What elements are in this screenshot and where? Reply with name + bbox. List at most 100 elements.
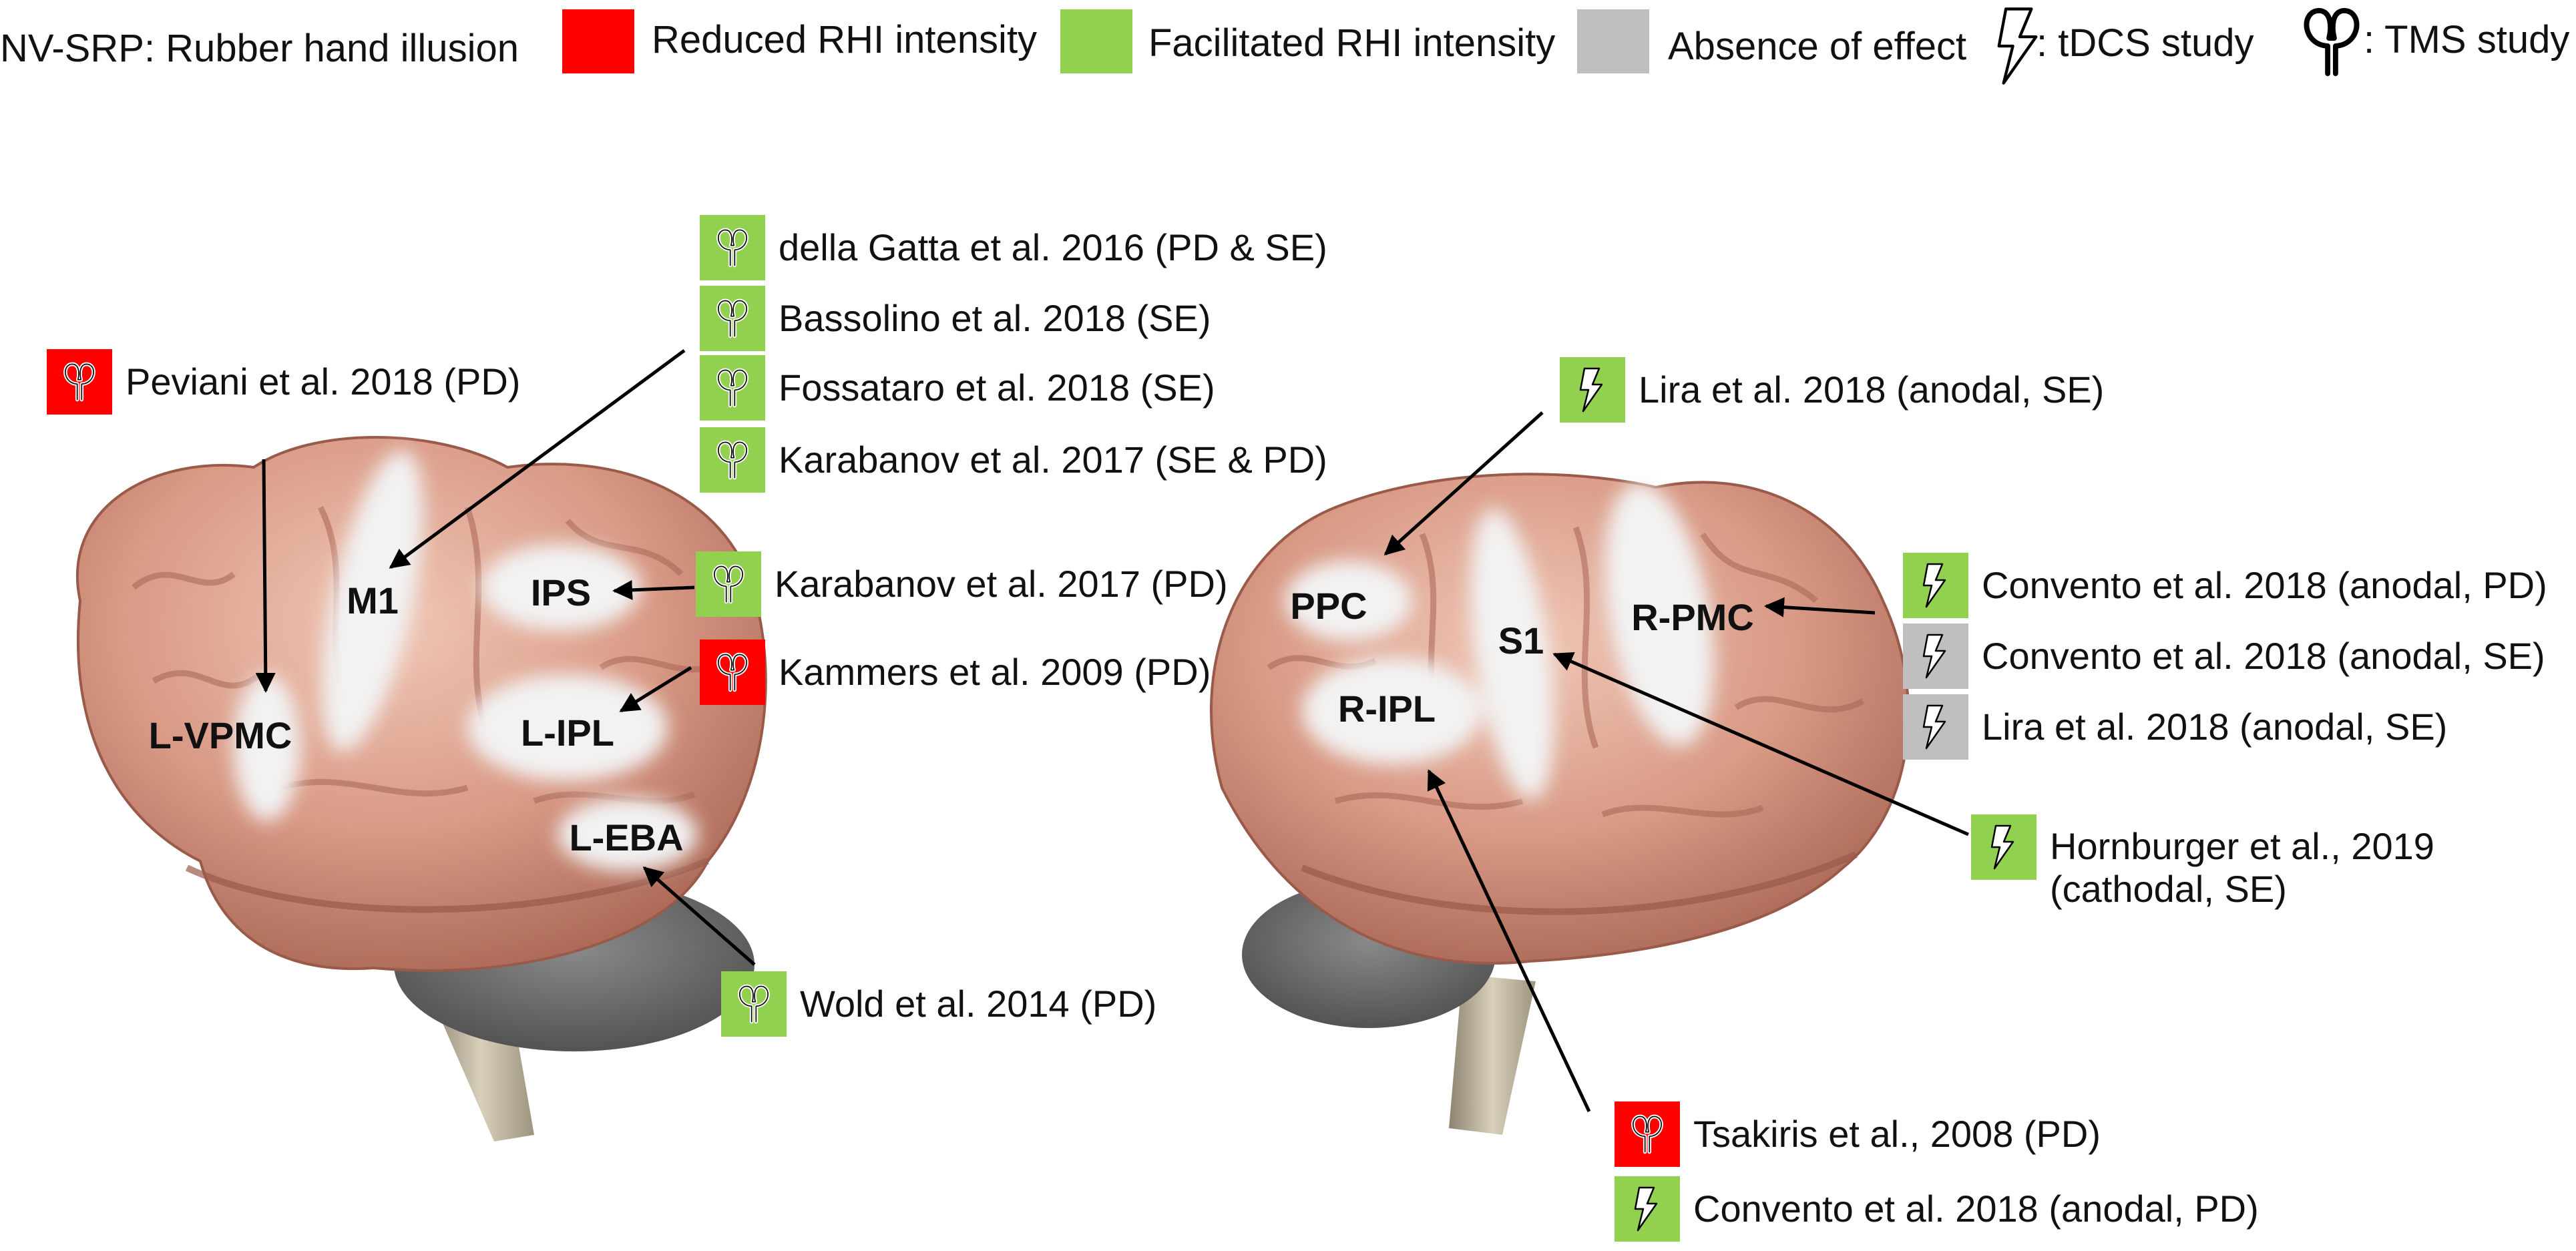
study-label: della Gatta et al. 2016 (PD & SE) bbox=[779, 226, 1327, 268]
tms-coil-icon bbox=[63, 362, 95, 402]
region-s1: S1 bbox=[1498, 619, 1544, 662]
study-badge bbox=[721, 971, 787, 1037]
region-r-pmc: R-PMC bbox=[1631, 596, 1754, 638]
tms-coil-icon bbox=[1631, 1114, 1663, 1154]
region-l-ipl: L-IPL bbox=[521, 712, 614, 754]
legend-title: NV-SRP: Rubber hand illusion bbox=[0, 27, 519, 70]
left-ipl-patch bbox=[467, 674, 668, 781]
study-label-block: Hornburger et al., 2019 (cathodal, SE) bbox=[2050, 814, 2434, 911]
study-convento-se: Convento et al. 2018 (anodal, SE) bbox=[1903, 623, 2545, 689]
right-ipl-patch bbox=[1302, 658, 1482, 764]
study-badge bbox=[1903, 623, 1968, 689]
study-label: Karabanov et al. 2017 (PD) bbox=[775, 563, 1228, 605]
tms-coil-icon bbox=[716, 298, 748, 338]
region-ppc: PPC bbox=[1290, 585, 1367, 627]
arrow-wold-to-l-eba bbox=[642, 866, 756, 966]
study-label: Bassolino et al. 2018 (SE) bbox=[779, 297, 1211, 339]
lightning-bolt-icon bbox=[1922, 704, 1946, 750]
legend-tms-label: : TMS study bbox=[2364, 18, 2570, 61]
study-label: Peviani et al. 2018 (PD) bbox=[126, 360, 521, 403]
lightning-bolt-icon bbox=[1996, 7, 2043, 89]
study-label: Wold et al. 2014 (PD) bbox=[800, 983, 1157, 1025]
study-fossataro: Fossataro et al. 2018 (SE) bbox=[700, 355, 1215, 421]
study-label: Kammers et al. 2009 (PD) bbox=[779, 651, 1211, 693]
lightning-bolt-icon bbox=[1990, 824, 2014, 870]
study-convento-pd: Convento et al. 2018 (anodal, PD) bbox=[1903, 553, 2547, 618]
lightning-bolt-icon bbox=[1922, 563, 1946, 608]
study-label: Convento et al. 2018 (anodal, SE) bbox=[1982, 635, 2545, 677]
study-badge bbox=[700, 286, 765, 351]
tms-coil-icon bbox=[716, 652, 748, 692]
study-badge bbox=[47, 349, 112, 415]
study-label: Lira et al. 2018 (anodal, SE) bbox=[1982, 706, 2448, 748]
tms-coil-icon bbox=[716, 440, 748, 480]
study-badge bbox=[700, 355, 765, 421]
legend-absence-label: Absence of effect bbox=[1668, 25, 1967, 68]
legend-facilitated-label: Facilitated RHI intensity bbox=[1148, 21, 1556, 65]
arrow-convento-to-r-pmc bbox=[1764, 597, 1876, 617]
region-m1: M1 bbox=[347, 579, 399, 621]
study-della-gatta: della Gatta et al. 2016 (PD & SE) bbox=[700, 215, 1327, 280]
study-lira-mid: Lira et al. 2018 (anodal, SE) bbox=[1903, 694, 2447, 760]
arrow-lira-to-ppc bbox=[1383, 411, 1544, 556]
study-badge bbox=[1903, 553, 1968, 618]
legend-tdcs-label: : tDCS study bbox=[2036, 21, 2254, 65]
left-ips-patch bbox=[481, 544, 641, 631]
region-r-ipl: R-IPL bbox=[1337, 688, 1436, 730]
study-badge bbox=[700, 640, 765, 705]
study-tsakiris: Tsakiris et al., 2008 (PD) bbox=[1615, 1101, 2101, 1167]
arrows bbox=[255, 348, 1969, 1113]
legend-reduced-swatch bbox=[562, 9, 634, 73]
arrow-tms-group-to-m1 bbox=[389, 348, 686, 569]
right-brain-illustration bbox=[1210, 473, 1910, 1135]
study-label: Karabanov et al. 2017 (SE & PD) bbox=[779, 439, 1327, 481]
study-badge bbox=[1971, 814, 2036, 880]
left-m1-patch bbox=[322, 450, 423, 752]
legend-absence-swatch bbox=[1577, 9, 1649, 73]
region-l-vpmc: L-VPMC bbox=[148, 714, 292, 756]
study-bassolino: Bassolino et al. 2018 (SE) bbox=[700, 286, 1211, 351]
tms-coil-icon bbox=[2297, 5, 2366, 82]
left-eba-patch bbox=[558, 798, 698, 871]
lightning-bolt-icon bbox=[1579, 367, 1603, 413]
region-ips: IPS bbox=[530, 571, 592, 613]
arrow-kammers-to-l-ipl bbox=[619, 666, 692, 713]
study-kammers: Kammers et al. 2009 (PD) bbox=[700, 640, 1211, 705]
tms-coil-icon bbox=[716, 228, 748, 268]
tms-coil-icon bbox=[712, 564, 744, 604]
study-lira-top: Lira et al. 2018 (anodal, SE) bbox=[1560, 357, 2104, 423]
study-wold: Wold et al. 2014 (PD) bbox=[721, 971, 1156, 1037]
study-label: Convento et al. 2018 (anodal, PD) bbox=[1982, 564, 2547, 606]
study-label: Fossataro et al. 2018 (SE) bbox=[779, 366, 1215, 409]
study-badge bbox=[1903, 694, 1968, 760]
study-badge bbox=[1615, 1101, 1680, 1167]
legend-facilitated-swatch bbox=[1060, 9, 1132, 73]
arrow-tsakiris-to-r-ipl bbox=[1427, 769, 1591, 1113]
legend-reduced-label: Reduced RHI intensity bbox=[652, 18, 1038, 61]
study-badge bbox=[1560, 357, 1625, 423]
study-peviani: Peviani et al. 2018 (PD) bbox=[47, 349, 520, 415]
right-brainstem bbox=[1449, 975, 1536, 1135]
study-label: Convento et al. 2018 (anodal, PD) bbox=[1693, 1188, 2259, 1230]
left-vpmc-patch bbox=[234, 674, 300, 821]
study-label-line1: Hornburger et al., 2019 bbox=[2050, 825, 2434, 867]
study-label: Lira et al. 2018 (anodal, SE) bbox=[1639, 368, 2105, 411]
arrow-karabanov-to-ips bbox=[612, 579, 695, 600]
tms-coil-icon bbox=[738, 984, 770, 1024]
right-ppc-patch bbox=[1285, 561, 1412, 641]
arrow-peviani-to-l-vpmc bbox=[255, 459, 276, 693]
study-badge bbox=[700, 427, 765, 493]
study-label: Tsakiris et al., 2008 (PD) bbox=[1693, 1113, 2101, 1155]
study-badge bbox=[696, 551, 761, 617]
study-hornburger: Hornburger et al., 2019 (cathodal, SE) bbox=[1971, 814, 2434, 911]
study-badge bbox=[1615, 1176, 1680, 1242]
right-s1-patch bbox=[1470, 509, 1554, 800]
arrow-hornburger-to-s1 bbox=[1552, 652, 1969, 836]
right-pmc-patch bbox=[1604, 482, 1714, 746]
region-l-eba: L-EBA bbox=[569, 816, 684, 858]
lightning-bolt-icon bbox=[1922, 634, 1946, 679]
study-label-line2: (cathodal, SE) bbox=[2050, 868, 2287, 910]
lightning-bolt-icon bbox=[1634, 1186, 1658, 1232]
